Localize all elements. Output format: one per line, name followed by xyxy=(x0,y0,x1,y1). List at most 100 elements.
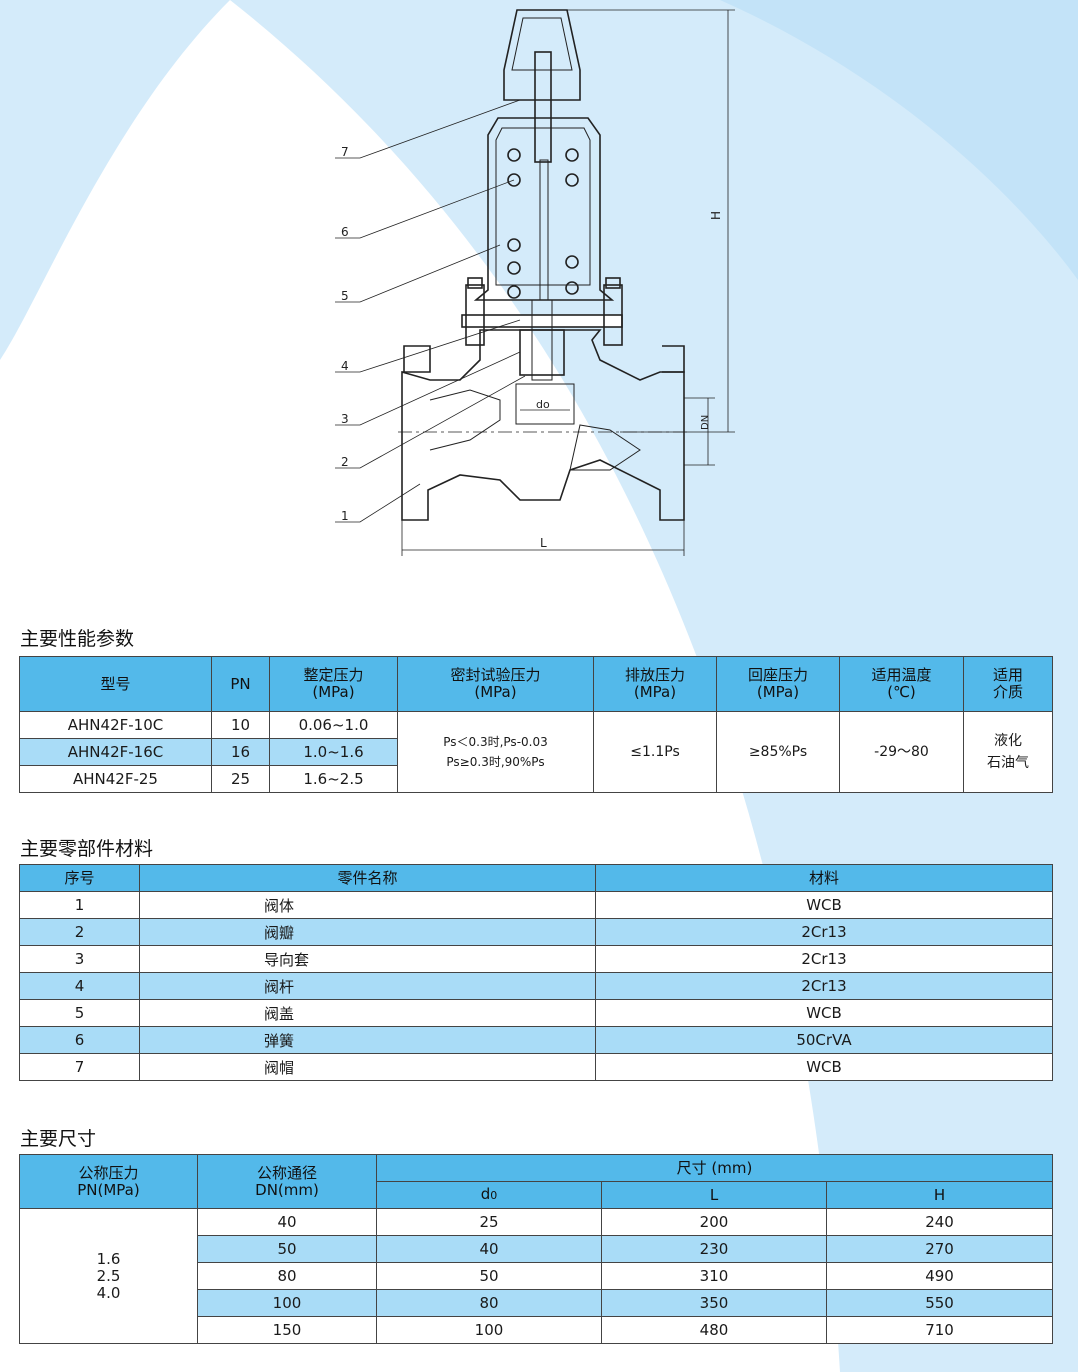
material-cell: 50CrVA xyxy=(595,1026,1053,1054)
pn-values-cell: 1.6 2.5 4.0 xyxy=(19,1208,198,1344)
part-name-cell: 弹簧 xyxy=(139,1026,596,1054)
part-name-cell: 阀体 xyxy=(139,891,596,919)
header-temperature: 适用温度 (℃) xyxy=(839,656,964,712)
table-row-index: 5 xyxy=(19,999,140,1027)
dn-cell: 80 xyxy=(197,1262,377,1290)
dim-d0: do xyxy=(536,398,550,411)
material-cell: WCB xyxy=(595,1053,1053,1081)
set-pressure-cell: 1.0~1.6 xyxy=(269,738,398,766)
pn-value: 1.6 xyxy=(96,1249,121,1268)
table-row-index: 4 xyxy=(19,972,140,1000)
d0-cell: 40 xyxy=(376,1235,602,1263)
d0-cell: 25 xyxy=(376,1208,602,1236)
seal-test-line-2: Ps≥0.3时,90%Ps xyxy=(446,755,545,769)
table-row-index: 3 xyxy=(19,945,140,973)
temperature-cell: -29～80 xyxy=(839,711,964,793)
dimensions-table: 公称压力 PN(MPa) 公称通径 DN(mm) 尺寸 (mm) d0 L H … xyxy=(19,1154,1054,1344)
pn-value: 2.5 xyxy=(96,1266,121,1285)
header-d0-letter: d xyxy=(480,1185,491,1203)
callout-7: 7 xyxy=(341,145,349,159)
pn-cell: 16 xyxy=(211,738,270,766)
pn-cell: 10 xyxy=(211,711,270,739)
header-index: 序号 xyxy=(19,864,140,892)
model-cell: AHN42F-10C xyxy=(19,711,212,739)
header-reseat-pressure: 回座压力 (MPa) xyxy=(716,656,840,712)
header-part-name: 零件名称 xyxy=(139,864,596,892)
callout-6: 6 xyxy=(341,225,349,239)
dn-cell: 50 xyxy=(197,1235,377,1263)
callout-1: 1 xyxy=(341,509,349,523)
d0-cell: 50 xyxy=(376,1262,602,1290)
medium-line-2: 石油气 xyxy=(987,755,1029,771)
L-cell: 350 xyxy=(601,1289,827,1317)
discharge-cell: ≤1.1Ps xyxy=(593,711,717,793)
table-row-index: 6 xyxy=(19,1026,140,1054)
d0-cell: 80 xyxy=(376,1289,602,1317)
part-name-cell: 导向套 xyxy=(139,945,596,973)
part-name-cell: 阀杆 xyxy=(139,972,596,1000)
seal-test-line-1: Ps＜0.3时,Ps-0.03 xyxy=(443,735,548,749)
header-material: 材料 xyxy=(595,864,1053,892)
header-H: H xyxy=(825,1181,1054,1209)
H-cell: 710 xyxy=(825,1316,1054,1344)
header-pn: PN xyxy=(211,656,270,712)
valve-cross-section-drawing: 7 6 5 4 3 2 1 H DN do L xyxy=(335,9,735,556)
H-cell: 270 xyxy=(825,1235,1054,1263)
table-row-index: 1 xyxy=(19,891,140,919)
header-model: 型号 xyxy=(19,656,212,712)
material-cell: 2Cr13 xyxy=(595,972,1053,1000)
callout-3: 3 xyxy=(341,412,349,426)
H-cell: 490 xyxy=(825,1262,1054,1290)
dim-H: H xyxy=(709,211,723,220)
part-name-cell: 阀瓣 xyxy=(139,918,596,946)
dim-DN: DN xyxy=(700,415,711,430)
material-cell: WCB xyxy=(595,891,1053,919)
pn-cell: 25 xyxy=(211,765,270,793)
header-d0-subscript: 0 xyxy=(490,1189,498,1202)
header-dimensions: 尺寸 (mm) xyxy=(375,1154,1054,1182)
header-L: L xyxy=(601,1181,827,1209)
L-cell: 480 xyxy=(601,1316,827,1344)
header-nominal-diameter: 公称通径 DN(mm) xyxy=(197,1154,377,1209)
performance-table: 型号 PN 整定压力 (MPa) 密封试验压力 (MPa) 排放压力 (MPa)… xyxy=(19,656,1053,793)
callout-2: 2 xyxy=(341,455,349,469)
header-seal-test-pressure: 密封试验压力 (MPa) xyxy=(397,656,594,712)
seal-test-cell: Ps＜0.3时,Ps-0.03 Ps≥0.3时,90%Ps xyxy=(397,711,594,793)
section-title-materials: 主要零部件材料 xyxy=(20,838,154,860)
material-cell: WCB xyxy=(595,999,1053,1027)
header-set-pressure: 整定压力 (MPa) xyxy=(269,656,398,712)
material-cell: 2Cr13 xyxy=(595,918,1053,946)
medium-cell: 液化 石油气 xyxy=(963,711,1053,793)
header-discharge-pressure: 排放压力 (MPa) xyxy=(593,656,717,712)
L-cell: 230 xyxy=(601,1235,827,1263)
callout-4: 4 xyxy=(341,359,349,373)
header-d0: d0 xyxy=(376,1181,602,1209)
part-name-cell: 阀盖 xyxy=(139,999,596,1027)
set-pressure-cell: 0.06~1.0 xyxy=(269,711,398,739)
dn-cell: 40 xyxy=(197,1208,377,1236)
dn-cell: 150 xyxy=(197,1316,377,1344)
dn-cell: 100 xyxy=(197,1289,377,1317)
section-title-performance: 主要性能参数 xyxy=(20,628,135,650)
table-row-index: 2 xyxy=(19,918,140,946)
material-cell: 2Cr13 xyxy=(595,945,1053,973)
medium-line-1: 液化 xyxy=(994,733,1022,749)
L-cell: 310 xyxy=(601,1262,827,1290)
set-pressure-cell: 1.6~2.5 xyxy=(269,765,398,793)
H-cell: 550 xyxy=(825,1289,1054,1317)
model-cell: AHN42F-16C xyxy=(19,738,212,766)
H-cell: 240 xyxy=(825,1208,1054,1236)
part-name-cell: 阀帽 xyxy=(139,1053,596,1081)
table-row-index: 7 xyxy=(19,1053,140,1081)
section-title-dimensions: 主要尺寸 xyxy=(20,1128,97,1150)
header-medium: 适用 介质 xyxy=(963,656,1053,712)
L-cell: 200 xyxy=(601,1208,827,1236)
d0-cell: 100 xyxy=(376,1316,602,1344)
reseat-cell: ≥85%Ps xyxy=(716,711,840,793)
model-cell: AHN42F-25 xyxy=(19,765,212,793)
header-nominal-pressure: 公称压力 PN(MPa) xyxy=(19,1154,198,1209)
dim-L: L xyxy=(540,536,547,550)
callout-5: 5 xyxy=(341,289,349,303)
pn-value: 4.0 xyxy=(96,1283,121,1302)
